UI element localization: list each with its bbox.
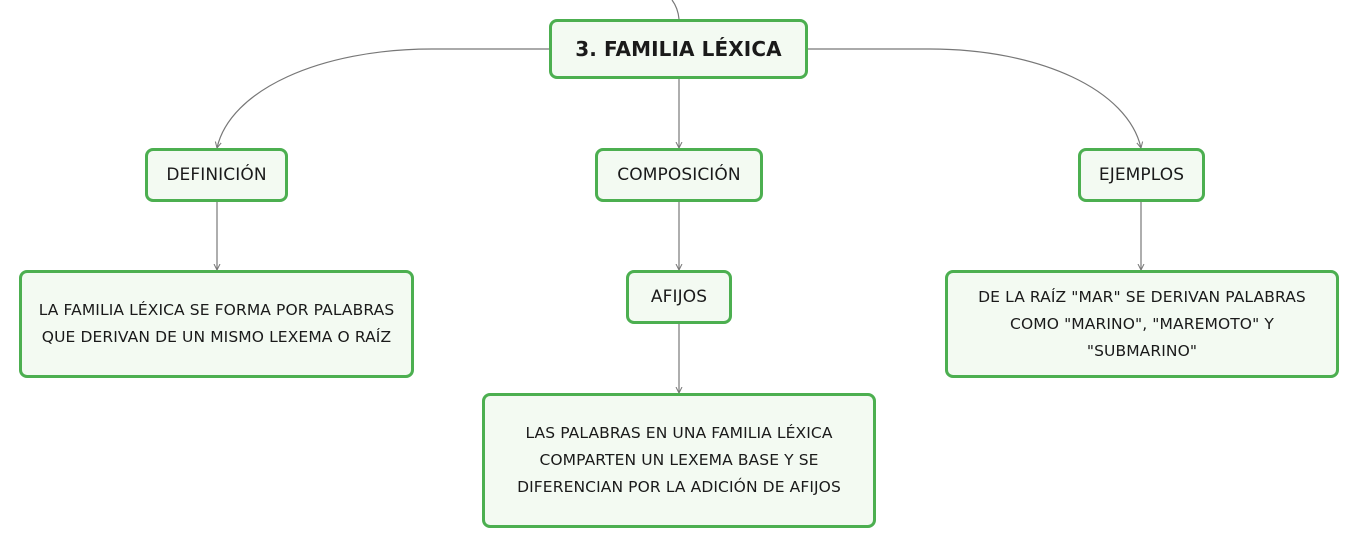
node-root-familia-lexica[interactable]: 3. FAMILIA LÉXICA — [549, 19, 808, 79]
node-ejemplos-detail[interactable]: DE LA RAÍZ "MAR" SE DERIVAN PALABRAS COM… — [945, 270, 1339, 378]
node-definicion-detail-text: LA FAMILIA LÉXICA SE FORMA POR PALABRAS … — [38, 301, 395, 346]
node-definicion-detail[interactable]: LA FAMILIA LÉXICA SE FORMA POR PALABRAS … — [19, 270, 414, 378]
node-composicion-label: COMPOSICIÓN — [617, 165, 741, 185]
node-definicion[interactable]: DEFINICIÓN — [145, 148, 288, 202]
node-afijos-label: AFIJOS — [650, 287, 708, 307]
node-afijos-detail[interactable]: LAS PALABRAS EN UNA FAMILIA LÉXICA COMPA… — [482, 393, 876, 528]
connector-incoming — [671, 0, 680, 20]
node-afijos-detail-text: LAS PALABRAS EN UNA FAMILIA LÉXICA COMPA… — [517, 424, 841, 496]
node-definicion-label: DEFINICIÓN — [166, 165, 267, 185]
node-ejemplos-detail-text: DE LA RAÍZ "MAR" SE DERIVAN PALABRAS COM… — [978, 287, 1306, 360]
node-ejemplos[interactable]: EJEMPLOS — [1078, 148, 1205, 202]
node-composicion[interactable]: COMPOSICIÓN — [595, 148, 763, 202]
connector-root-to-definicion — [217, 48, 549, 148]
connector-root-to-ejemplos — [808, 48, 1141, 148]
node-afijos[interactable]: AFIJOS — [626, 270, 732, 324]
node-root-label: 3. FAMILIA LÉXICA — [575, 37, 782, 61]
node-ejemplos-label: EJEMPLOS — [1098, 165, 1185, 185]
